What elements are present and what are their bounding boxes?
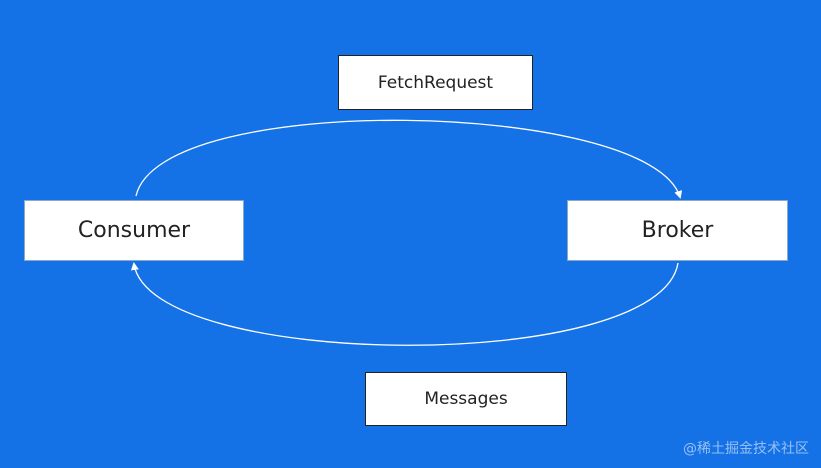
broker-node: Broker	[567, 200, 788, 261]
messages-label: Messages	[365, 372, 567, 426]
consumer-node: Consumer	[24, 200, 244, 261]
messages-text: Messages	[424, 389, 508, 409]
response-arrow	[130, 262, 679, 346]
fetch-request-text: FetchRequest	[377, 72, 494, 93]
broker-label: Broker	[641, 218, 714, 243]
watermark: @稀土掘金技术社区	[683, 441, 809, 457]
request-arrow	[135, 119, 683, 199]
consumer-label: Consumer	[77, 218, 191, 243]
fetch-request-label: FetchRequest	[338, 55, 533, 110]
